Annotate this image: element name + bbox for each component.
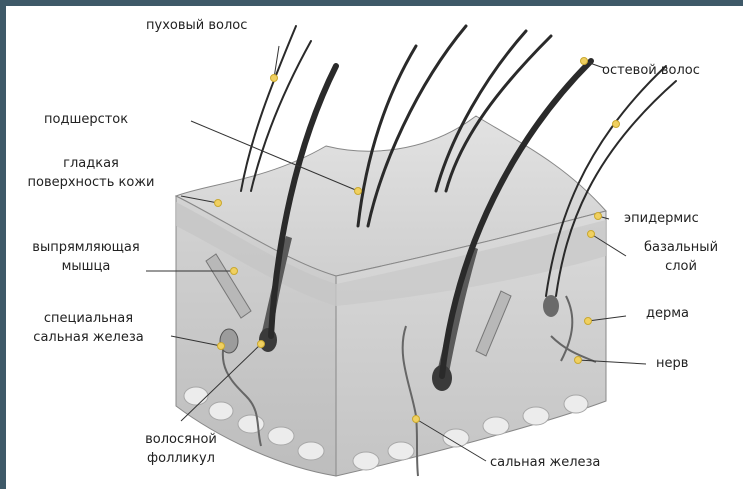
label-epidermis: эпидермис: [624, 209, 699, 228]
label-special-gland-line2: сальная железа: [6, 328, 171, 347]
label-follicle-line2: фолликул: [106, 449, 256, 468]
label-follicle: волосяной фолликул: [106, 430, 256, 468]
label-smooth-surface-line2: поверхность кожи: [6, 173, 176, 192]
label-sebaceous-gland: сальная железа: [490, 453, 600, 472]
label-basal-layer-line1: базальный: [621, 238, 741, 257]
label-follicle-line1: волосяной: [106, 430, 256, 449]
label-erector-muscle-line1: выпрямляющая: [6, 238, 166, 257]
label-undercoat: подшерсток: [44, 110, 128, 129]
label-nerve: нерв: [656, 354, 688, 373]
label-special-gland-line1: специальная: [6, 309, 171, 328]
label-dermis: дерма: [646, 304, 689, 323]
label-erector-muscle-line2: мышца: [6, 257, 166, 276]
label-basal-layer-line2: слой: [621, 257, 741, 276]
label-downy-hair: пуховый волос: [146, 16, 247, 35]
label-smooth-surface-line1: гладкая: [6, 154, 176, 173]
label-special-gland: специальная сальная железа: [6, 309, 171, 347]
diagram-panel: пуховый волос остевой волос подшерсток г…: [6, 6, 743, 489]
label-erector-muscle: выпрямляющая мышца: [6, 238, 166, 276]
label-basal-layer: базальный слой: [621, 238, 741, 276]
label-smooth-surface: гладкая поверхность кожи: [6, 154, 176, 192]
label-guard-hair: остевой волос: [602, 61, 700, 80]
